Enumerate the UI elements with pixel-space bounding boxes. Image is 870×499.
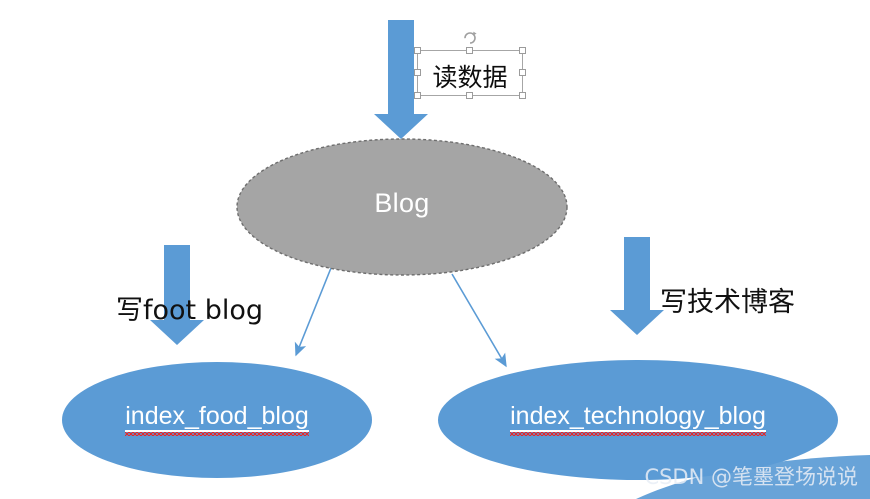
resize-handle-nw[interactable]: [414, 47, 421, 54]
connector-blog-to-food: [294, 262, 334, 357]
text-underline: [125, 430, 309, 432]
rotate-icon[interactable]: [462, 29, 478, 45]
resize-handle-se[interactable]: [519, 92, 526, 99]
arrow-left[interactable]: [150, 245, 204, 345]
arrow-top[interactable]: [374, 20, 428, 139]
resize-handle-s[interactable]: [466, 92, 473, 99]
csdn-watermark: CSDN @笔墨登场说说: [644, 465, 858, 489]
node-index-food-blog[interactable]: [62, 362, 372, 478]
node-index-food-blog-label-wrap: index_food_blog: [62, 402, 372, 436]
node-blog-label: Blog: [374, 188, 430, 218]
arrow-right[interactable]: [610, 237, 664, 335]
branch-label-left: 写foot blog: [116, 295, 264, 326]
watermark-swoosh: [636, 455, 870, 499]
resize-handle-e[interactable]: [519, 69, 526, 76]
spellcheck-wrapper-food: index_food_blog: [125, 402, 309, 436]
node-blog[interactable]: [236, 138, 568, 276]
node-index-technology-blog-label: index_technology_blog: [510, 402, 766, 430]
resize-handle-ne[interactable]: [519, 47, 526, 54]
node-index-technology-blog-label-wrap: index_technology_blog: [438, 402, 838, 436]
read-data-textbox[interactable]: [414, 31, 526, 99]
spellcheck-squiggle-icon: [510, 432, 766, 436]
spellcheck-wrapper-technology: index_technology_blog: [510, 402, 766, 436]
resize-handle-sw[interactable]: [414, 92, 421, 99]
node-index-food-blog-label: index_food_blog: [125, 402, 309, 430]
resize-handle-n[interactable]: [466, 47, 473, 54]
connector-blog-to-technology: [451, 273, 507, 368]
branch-label-right: 写技术博客: [660, 287, 795, 318]
node-index-technology-blog[interactable]: [438, 360, 838, 480]
spellcheck-squiggle-icon: [125, 432, 309, 436]
resize-handle-w[interactable]: [414, 69, 421, 76]
read-data-textbox-label: 读数据: [432, 63, 508, 92]
text-underline: [510, 430, 766, 432]
